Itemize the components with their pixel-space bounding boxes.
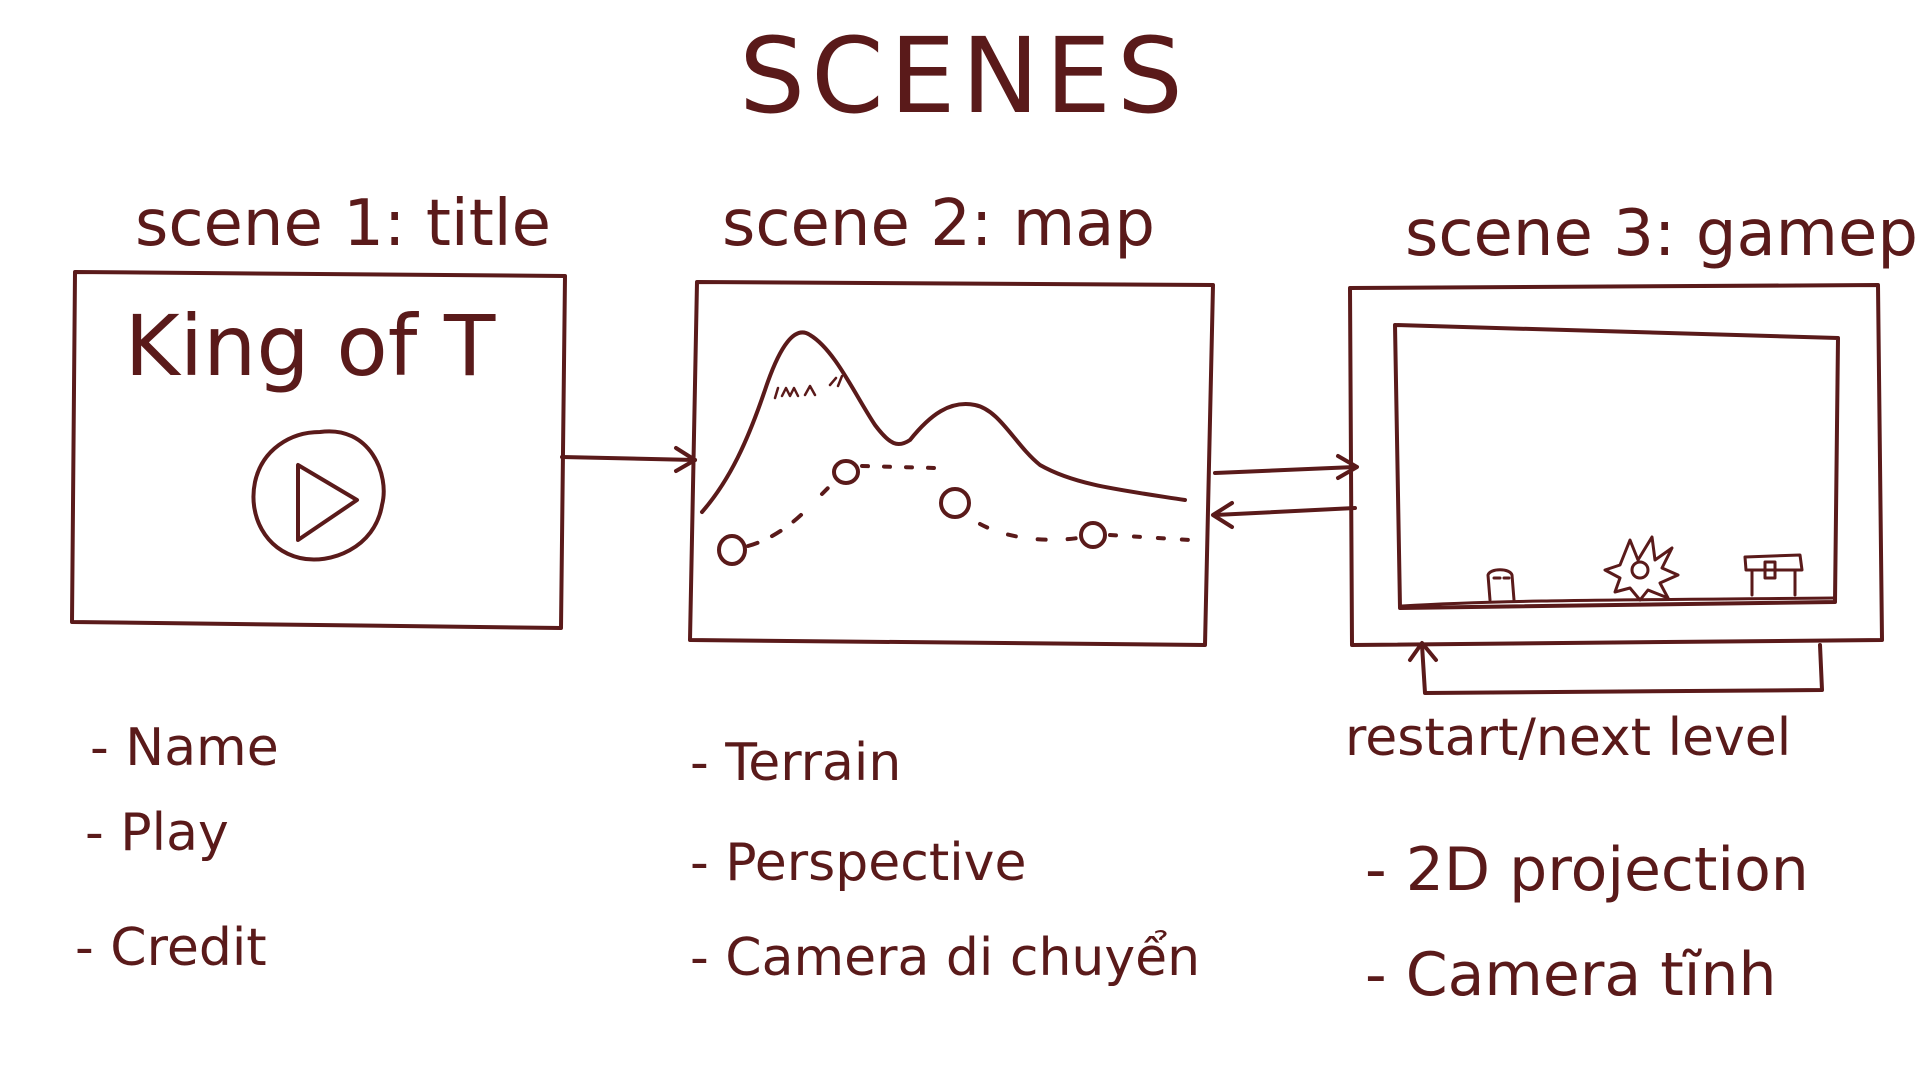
scene-3-heading: scene 3: gameplay <box>1405 197 1920 271</box>
scene-2-heading: scene 2: map <box>722 187 1155 261</box>
restart-next-level-label: restart/next level <box>1345 708 1791 768</box>
gameplay-screen <box>1393 323 1840 610</box>
snow-marks <box>773 374 844 400</box>
game-title: King of T <box>125 297 496 395</box>
arrow-gameplay-to-map <box>1211 501 1357 529</box>
scene-1-heading: scene 1: title <box>135 187 551 261</box>
scene-2-bullet: - Terrain <box>690 733 901 793</box>
scene-3-frame <box>1348 283 1884 647</box>
scene-1-frame <box>70 270 567 630</box>
scene-2-bullet: - Perspective <box>690 833 1026 893</box>
ground-line <box>1400 596 1837 608</box>
page-title: SCENES <box>739 15 1189 137</box>
scene-3-bullet: - 2D projection <box>1365 835 1809 905</box>
level-node <box>717 534 747 566</box>
level-node <box>939 487 971 519</box>
level-node <box>1079 521 1107 549</box>
scene-2-bullet: - Camera di chuyển <box>690 928 1200 988</box>
play-button-icon <box>251 429 386 562</box>
scene-1-bullet: - Credit <box>75 918 267 978</box>
scene-1-bullet: - Play <box>85 803 229 863</box>
scene-3-bullet: - Camera tĩnh <box>1365 940 1777 1010</box>
spiky-enemy-icon <box>1603 535 1680 602</box>
restart-loop-arrow <box>1408 641 1824 695</box>
level-path <box>717 459 1192 566</box>
arrow-map-to-gameplay <box>1213 454 1359 480</box>
scene-2-frame <box>688 280 1215 647</box>
player-character-icon <box>1486 568 1516 602</box>
level-node <box>832 459 860 485</box>
terrain-line <box>700 330 1187 514</box>
goal-chest-icon <box>1743 553 1804 597</box>
scene-1-bullet: - Name <box>90 718 279 778</box>
arrow-title-to-map <box>560 446 697 473</box>
